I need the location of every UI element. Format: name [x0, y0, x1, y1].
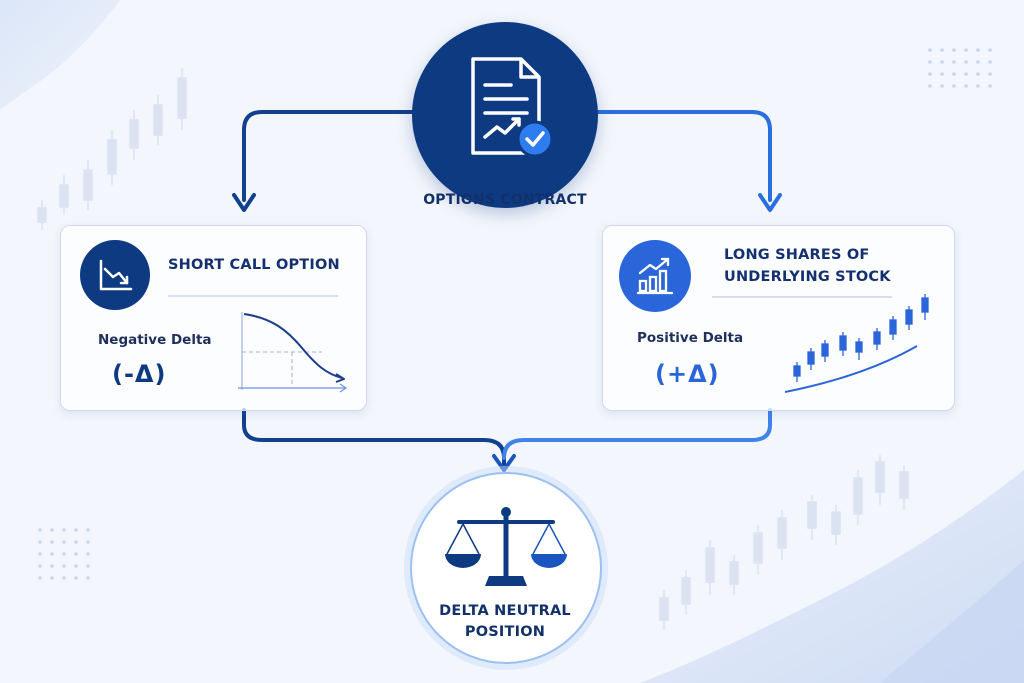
options-contract-node	[412, 22, 598, 208]
long-shares-title-line2: UNDERLYING STOCK	[724, 269, 891, 285]
rising-chart-badge	[619, 240, 691, 312]
bg-candles-left	[37, 68, 187, 230]
rising-bar-chart-icon	[636, 257, 674, 295]
right-card-divider	[712, 296, 892, 298]
delta-neutral-node	[410, 472, 602, 664]
bg-candles-right	[659, 455, 909, 630]
long-shares-title-line1: LONG SHARES OF	[724, 247, 870, 263]
short-call-option-title: SHORT CALL OPTION	[168, 257, 340, 273]
arrow-top-to-right	[596, 110, 772, 202]
delta-neutral-label-line2: POSITION	[464, 624, 546, 640]
options-contract-label: OPTIONS CONTRACT	[423, 192, 587, 208]
positive-delta-symbol: (+Δ)	[655, 360, 720, 388]
positive-delta-label: Positive Delta	[637, 330, 744, 346]
arrow-left-to-bottom	[242, 408, 506, 466]
left-card-divider	[168, 295, 338, 297]
declining-chart-icon	[99, 259, 133, 291]
declining-chart-badge	[80, 240, 150, 310]
contract-document-icon	[471, 57, 554, 158]
bg-dot-grid-bottom-left	[38, 528, 90, 580]
check-badge-icon	[516, 120, 554, 158]
arrow-head-bottom	[492, 454, 516, 472]
delta-neutral-label-line1: DELTA NEUTRAL	[439, 603, 571, 619]
arrow-head-right	[758, 193, 782, 212]
arrow-head-left	[232, 193, 256, 212]
bg-dot-grid-top-right	[928, 48, 992, 88]
arrow-right-to-bottom	[502, 408, 772, 460]
negative-delta-label: Negative Delta	[98, 332, 212, 348]
negative-delta-curve-graphic	[238, 312, 348, 393]
balance-scale-icon	[445, 507, 567, 586]
arrow-top-to-left	[242, 110, 414, 202]
rising-candlestick-graphic	[785, 294, 929, 393]
negative-delta-symbol: (-Δ)	[112, 360, 167, 388]
